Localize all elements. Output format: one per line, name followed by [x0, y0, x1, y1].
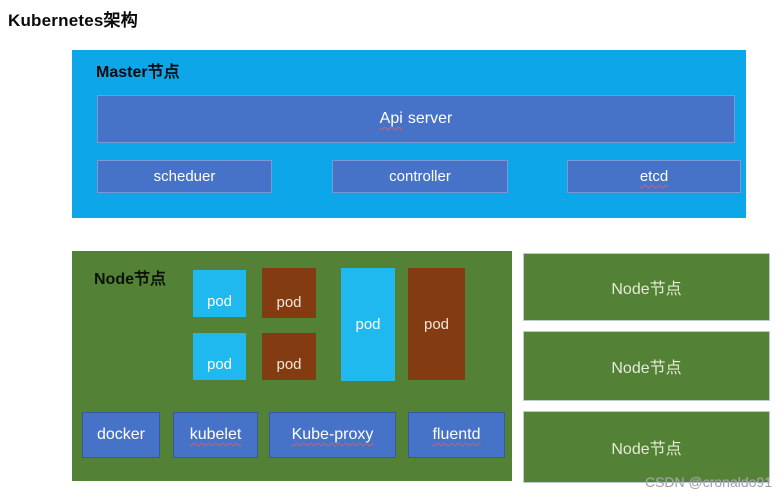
pod-label: pod	[276, 294, 302, 311]
component-etcd-box: etcd	[567, 160, 741, 193]
component-etcd-label: etcd	[639, 168, 669, 185]
component-controller-label: controller	[389, 168, 451, 185]
service-docker-label: docker	[96, 426, 146, 443]
service-docker-box: docker	[82, 412, 160, 458]
node-box-label: Node节点	[94, 271, 167, 288]
service-kubelet-box: kubelet	[173, 412, 258, 458]
pod-label: pod	[355, 316, 381, 333]
pod-box: pod	[262, 268, 316, 318]
node-box-side-label: Node节点	[611, 281, 682, 298]
node-box-side-label: Node节点	[611, 360, 682, 377]
service-kube-proxy-box: Kube-proxy	[269, 412, 396, 458]
node-box-side-3: Node节点	[523, 411, 770, 483]
service-fluentd-label: fluentd	[432, 426, 481, 443]
component-scheduer-label: scheduer	[153, 168, 216, 185]
pod-label: pod	[206, 356, 233, 373]
diagram-title: Kubernetes架构	[8, 11, 138, 30]
pod-label: pod	[276, 356, 302, 373]
csdn-watermark: CSDN @cronaldo91	[644, 474, 772, 490]
api-server-label-rest: server	[407, 110, 453, 127]
component-controller-box: controller	[332, 160, 508, 193]
pod-box: pod	[193, 270, 246, 317]
master-node-label: Master节点	[96, 64, 180, 81]
pod-label: pod	[423, 315, 450, 333]
node-box-main: Node节点 pod pod pod pod pod pod docker ku…	[72, 251, 512, 481]
api-server-box: Api server	[97, 95, 735, 143]
pod-label: pod	[206, 293, 233, 310]
component-scheduer-box: scheduer	[97, 160, 272, 193]
pod-box: pod	[408, 268, 465, 380]
pod-box: pod	[341, 268, 395, 381]
node-box-side-label: Node节点	[611, 441, 682, 458]
node-box-side-1: Node节点	[523, 253, 770, 321]
master-node-box: Master节点 Api server scheduer controller …	[72, 50, 746, 218]
pod-box: pod	[193, 333, 246, 380]
service-kube-proxy-label: Kube-proxy	[291, 426, 374, 443]
service-fluentd-box: fluentd	[408, 412, 505, 458]
node-box-side-2: Node节点	[523, 331, 770, 401]
api-server-label-flagged: Api	[379, 110, 403, 127]
pod-box: pod	[262, 333, 316, 380]
service-kubelet-label: kubelet	[189, 426, 242, 443]
